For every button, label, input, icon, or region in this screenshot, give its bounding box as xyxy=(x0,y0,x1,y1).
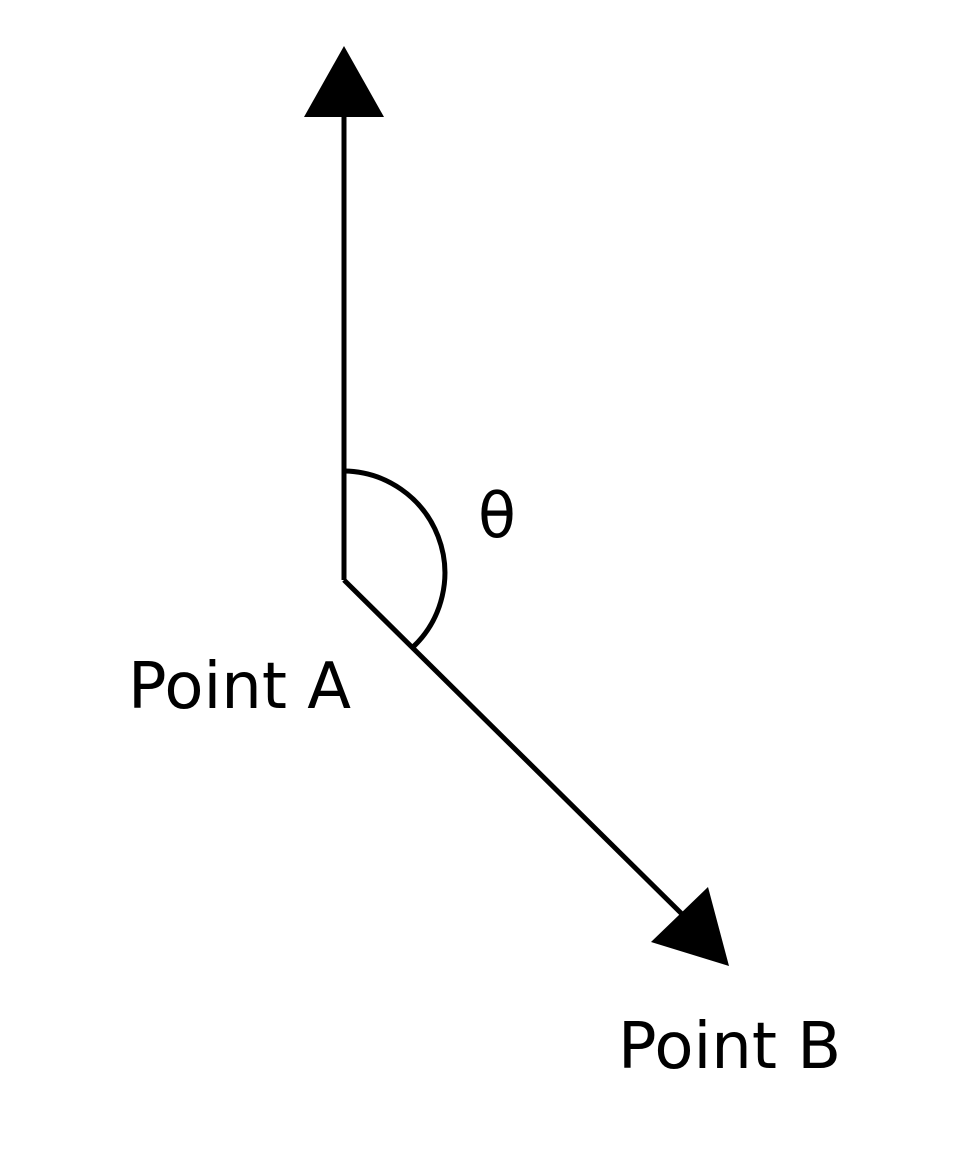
point-b-label: Point B xyxy=(618,1010,841,1084)
angle-theta-label: θ xyxy=(478,479,516,552)
up-arrowhead xyxy=(304,46,384,117)
diagonal-arrowhead xyxy=(651,887,729,966)
angle-arc xyxy=(343,468,448,650)
diagonal-ray xyxy=(342,578,692,924)
point-a-label: Point A xyxy=(128,650,351,724)
